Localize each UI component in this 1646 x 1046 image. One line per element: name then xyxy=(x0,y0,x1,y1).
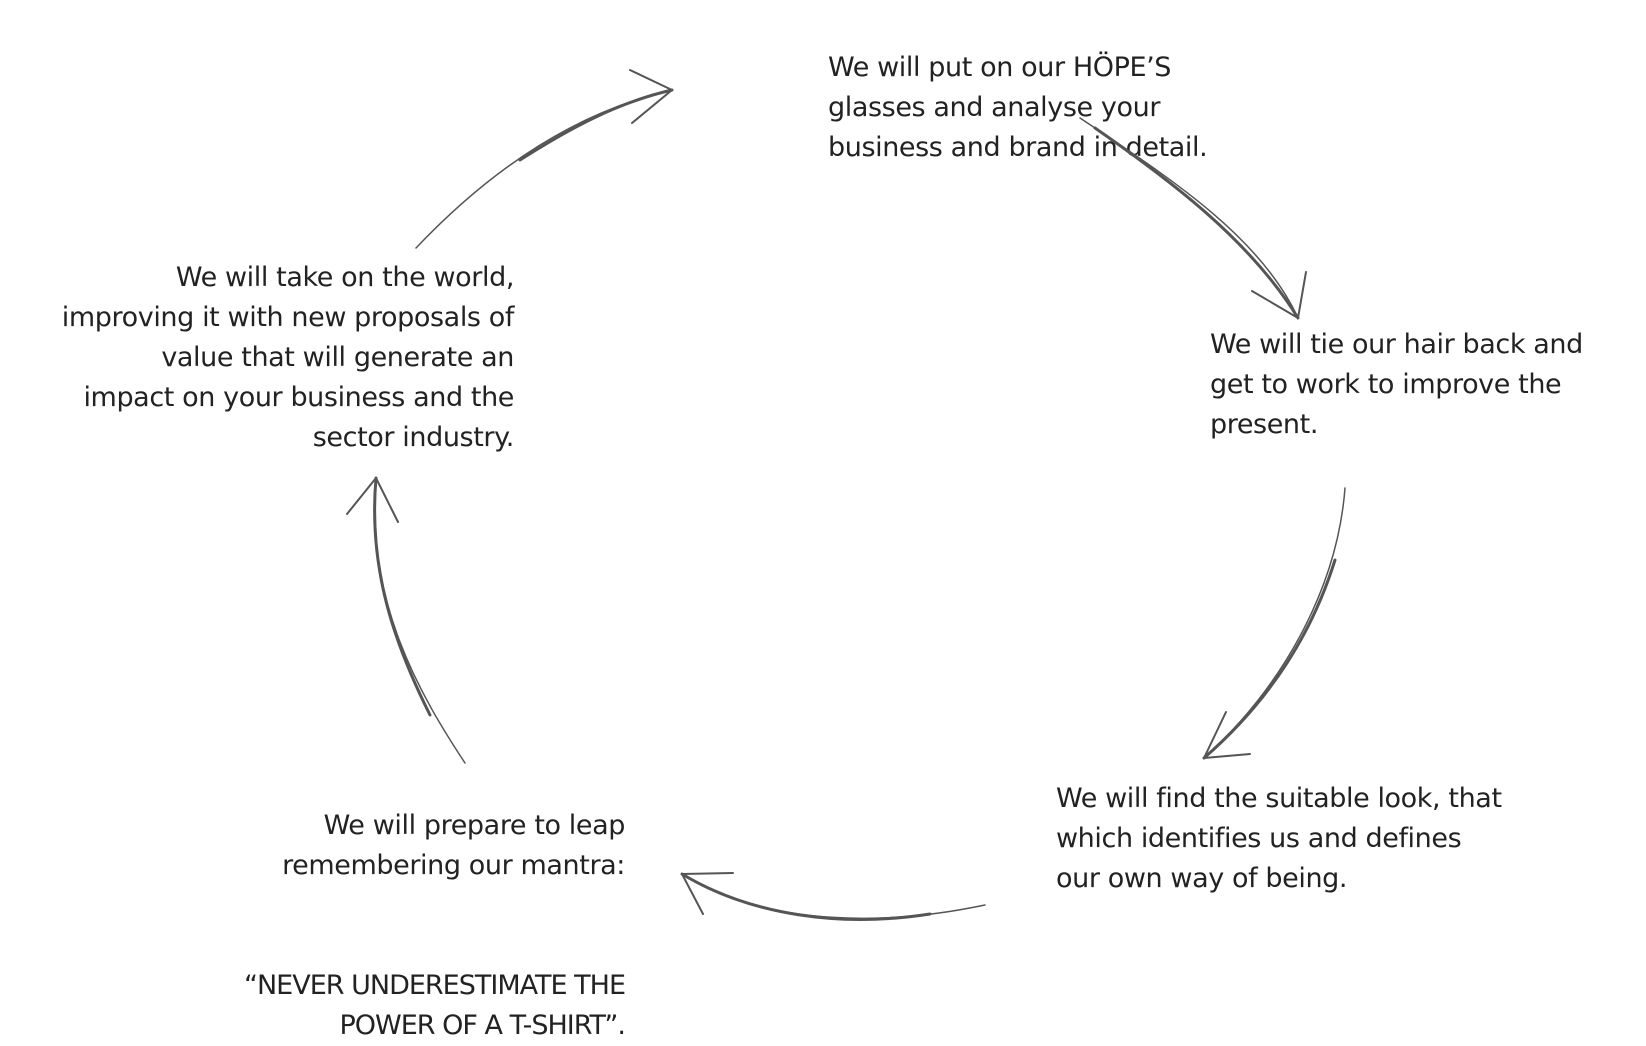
arrow-world-to-analyse-icon xyxy=(415,69,674,249)
arrow-look-to-leap-icon xyxy=(680,872,986,921)
step-leap: We will prepare to leap remembering our … xyxy=(180,766,626,1046)
step-work-text: We will tie our hair back and get to wor… xyxy=(1210,329,1583,440)
step-world-text: We will take on the world, improving it … xyxy=(61,262,515,453)
mantra-text: “NEVER UNDERESTIMATE THE POWER OF A T-SH… xyxy=(244,970,626,1041)
arrow-work-to-look-icon xyxy=(1202,487,1346,760)
step-analyse-text: We will put on our HÖPE’S glasses and an… xyxy=(828,52,1208,163)
step-look-text: We will find the suitable look, that whi… xyxy=(1056,783,1502,894)
arrow-leap-to-world-icon xyxy=(346,476,466,764)
step-leap-text: We will prepare to leap remembering our … xyxy=(282,810,625,881)
